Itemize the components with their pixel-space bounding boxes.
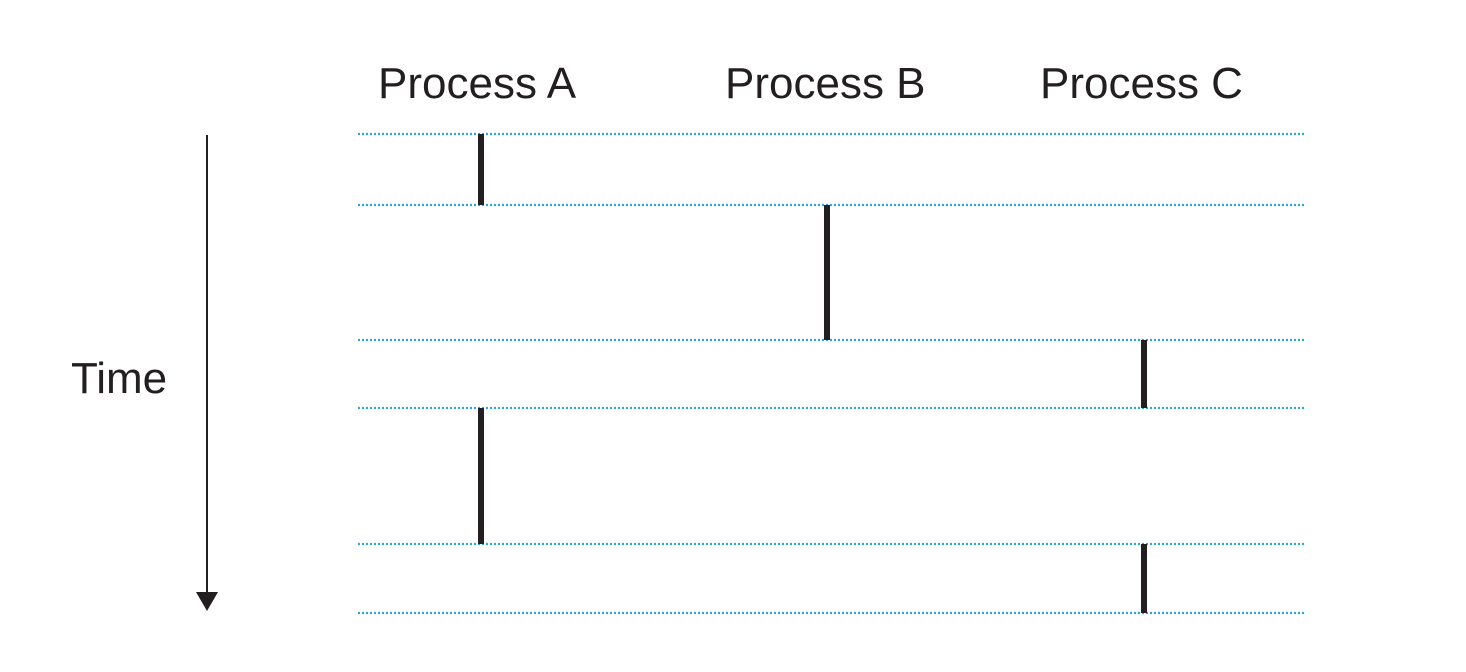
process-c-execution-segment xyxy=(1141,544,1147,613)
process-a-label: Process A xyxy=(378,59,577,108)
time-axis xyxy=(196,135,218,611)
process-b-label: Process B xyxy=(725,59,926,108)
process-b-execution-segment xyxy=(824,205,830,340)
process-a-execution-segment xyxy=(478,134,484,205)
process-a-execution-segment xyxy=(478,408,484,544)
execution-segments xyxy=(478,134,1147,613)
context-switch-lines xyxy=(358,132,1306,615)
time-axis-arrowhead xyxy=(196,592,218,611)
time-label: Time xyxy=(71,354,168,403)
process-c-label: Process C xyxy=(1040,59,1243,108)
process-c-execution-segment xyxy=(1141,340,1147,408)
